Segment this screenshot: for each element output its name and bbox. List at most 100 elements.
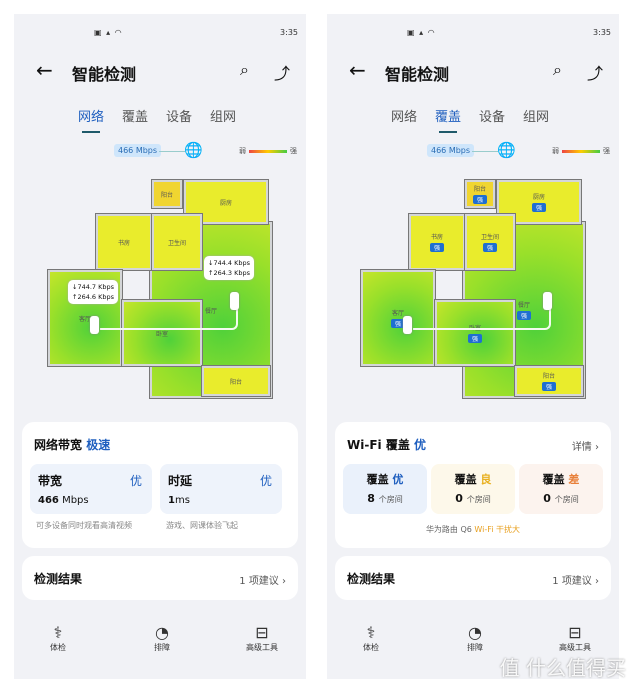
- legend-strong: 强: [603, 147, 610, 155]
- gauge-icon: ◔: [155, 623, 169, 642]
- result-title: 检测结果: [34, 572, 83, 586]
- latency-tile[interactable]: 时延 优 1ms: [160, 464, 282, 514]
- bandwidth-value: 466: [38, 495, 59, 506]
- status-bar: ▣ ▴ ◠3:35: [407, 28, 611, 37]
- result-suggestions: 1 项建议 ›: [552, 576, 599, 587]
- result-title: 检测结果: [347, 572, 396, 586]
- diagnose-icon[interactable]: ⌕: [553, 60, 562, 79]
- unit: ms: [174, 495, 190, 506]
- room-balcony-bottom[interactable]: 阳台: [201, 365, 271, 397]
- tile-grade: 优: [129, 474, 142, 488]
- room-bathroom[interactable]: 卫生间: [151, 213, 203, 271]
- router-2[interactable]: [230, 292, 239, 310]
- nav-troubleshoot[interactable]: ◔排障: [132, 623, 192, 653]
- upload-rate: ↑264.3 Kbps: [208, 269, 251, 277]
- bottom-nav: ⚕体检 ◔排障 ⊟高级工具: [327, 623, 619, 663]
- tab-network[interactable]: 网络: [391, 110, 418, 125]
- globe-icon: 🌐: [184, 141, 203, 159]
- globe-icon: 🌐: [497, 141, 516, 159]
- tile-grade: 优: [259, 474, 272, 488]
- room-label: 餐厅: [517, 302, 530, 309]
- tab-devices[interactable]: 设备: [479, 110, 506, 125]
- tab-mesh[interactable]: 组网: [210, 110, 237, 125]
- room-label: 客厅: [391, 310, 404, 317]
- room-study[interactable]: 书房: [95, 213, 153, 271]
- router-2[interactable]: [543, 292, 552, 310]
- room-bathroom[interactable]: 卫生间强: [464, 213, 516, 271]
- bandwidth-tile[interactable]: 带宽 优 466 Mbps: [30, 464, 152, 514]
- topology-icon[interactable]: ⤴: [274, 64, 291, 83]
- signal-badge: 强: [516, 311, 531, 320]
- status-bar: ▣ ▴ ◠3:35: [94, 28, 298, 37]
- floor-plan: 餐厅强 阳台强 厨房强 书房强 卫生间强 客厅强 卧室强 阳台强: [357, 174, 597, 399]
- diagnose-icon[interactable]: ⌕: [240, 60, 249, 79]
- download-rate: ↓744.7 Kbps: [72, 283, 115, 291]
- arrow-left-icon[interactable]: ←: [349, 58, 366, 82]
- tab-coverage[interactable]: 覆盖: [122, 110, 149, 125]
- tab-mesh[interactable]: 组网: [523, 110, 550, 125]
- page-title: 智能检测: [385, 65, 450, 84]
- room-living[interactable]: 客厅强: [360, 269, 436, 367]
- room-label: 阳台: [160, 191, 173, 199]
- bottom-nav: ⚕体检 ◔排障 ⊟高级工具: [14, 623, 306, 663]
- signal-badge: 强: [541, 382, 556, 391]
- connector-line: [472, 151, 498, 152]
- tab-devices[interactable]: 设备: [166, 110, 193, 125]
- rating: 优: [414, 438, 427, 452]
- nav-tools[interactable]: ⊟高级工具: [545, 623, 605, 653]
- signal-legend: 弱强: [552, 146, 610, 156]
- status-time: 3:35: [593, 28, 611, 37]
- signal-badge: 强: [531, 203, 546, 212]
- tab-coverage[interactable]: 覆盖: [435, 106, 461, 133]
- nav-tools[interactable]: ⊟高级工具: [232, 623, 292, 653]
- legend-weak: 弱: [239, 147, 246, 155]
- interference-note: 华为路由 Q6 Wi-Fi 干扰大: [425, 525, 521, 534]
- bandwidth-card: 网络带宽 极速 带宽 优 466 Mbps 可多设备同时观看高清视频 时延 优 …: [22, 422, 298, 548]
- connector-line: [159, 151, 185, 152]
- room-living[interactable]: 客厅: [47, 269, 123, 367]
- nav-troubleshoot[interactable]: ◔排障: [445, 623, 505, 653]
- room-label: 厨房: [219, 199, 232, 207]
- floor-plan: 餐厅 阳台 厨房 书房 卫生间 客厅 卧室 阳台 ↓744.7 Kbps↑264…: [44, 174, 284, 399]
- legend-weak: 弱: [552, 147, 559, 155]
- router-1[interactable]: [90, 316, 99, 334]
- card-title: Wi-Fi 覆盖 优: [347, 438, 427, 452]
- arrow-left-icon[interactable]: ←: [36, 58, 53, 82]
- room-label: 阳台: [229, 378, 242, 386]
- result-row[interactable]: 检测结果 1 项建议 ›: [22, 556, 298, 600]
- room-label: 阳台: [473, 186, 486, 193]
- nav-checkup[interactable]: ⚕体检: [28, 623, 88, 653]
- router-1[interactable]: [403, 316, 412, 334]
- header: ← 智能检测 ⌕ ⤴: [14, 58, 306, 84]
- rating: 极速: [86, 438, 111, 452]
- details-link[interactable]: 详情 ›: [571, 442, 599, 453]
- cable: [100, 300, 238, 330]
- room-label: 卫生间: [480, 234, 499, 241]
- signal-legend: 弱强: [239, 146, 297, 156]
- result-row[interactable]: 检测结果 1 项建议 ›: [335, 556, 611, 600]
- topology-icon[interactable]: ⤴: [587, 64, 604, 83]
- toolbox-icon: ⊟: [255, 623, 269, 642]
- header: ← 智能检测 ⌕ ⤴: [327, 58, 619, 84]
- room-balcony-bottom[interactable]: 阳台强: [514, 365, 584, 397]
- speed-label: 466 Mbps: [427, 144, 475, 157]
- tab-network[interactable]: 网络: [78, 106, 104, 133]
- room-label: 书房: [430, 234, 443, 241]
- room-study[interactable]: 书房强: [408, 213, 466, 271]
- room-label: 书房: [117, 239, 130, 247]
- room-balcony-top[interactable]: 阳台: [151, 179, 183, 209]
- nav-checkup[interactable]: ⚕体检: [341, 623, 401, 653]
- tab-bar: 网络 覆盖 设备 组网: [78, 106, 236, 133]
- room-bedroom[interactable]: 卧室强: [434, 299, 516, 367]
- unit: Mbps: [62, 495, 89, 506]
- room-bedroom[interactable]: 卧室: [121, 299, 203, 367]
- router-1-rate: ↓744.7 Kbps↑264.6 Kbps: [68, 280, 119, 304]
- room-balcony-top[interactable]: 阳台强: [464, 179, 496, 209]
- speed-label: 466 Mbps: [114, 144, 162, 157]
- toolbox-icon: ⊟: [568, 623, 582, 642]
- tile-label: 时延: [168, 474, 193, 488]
